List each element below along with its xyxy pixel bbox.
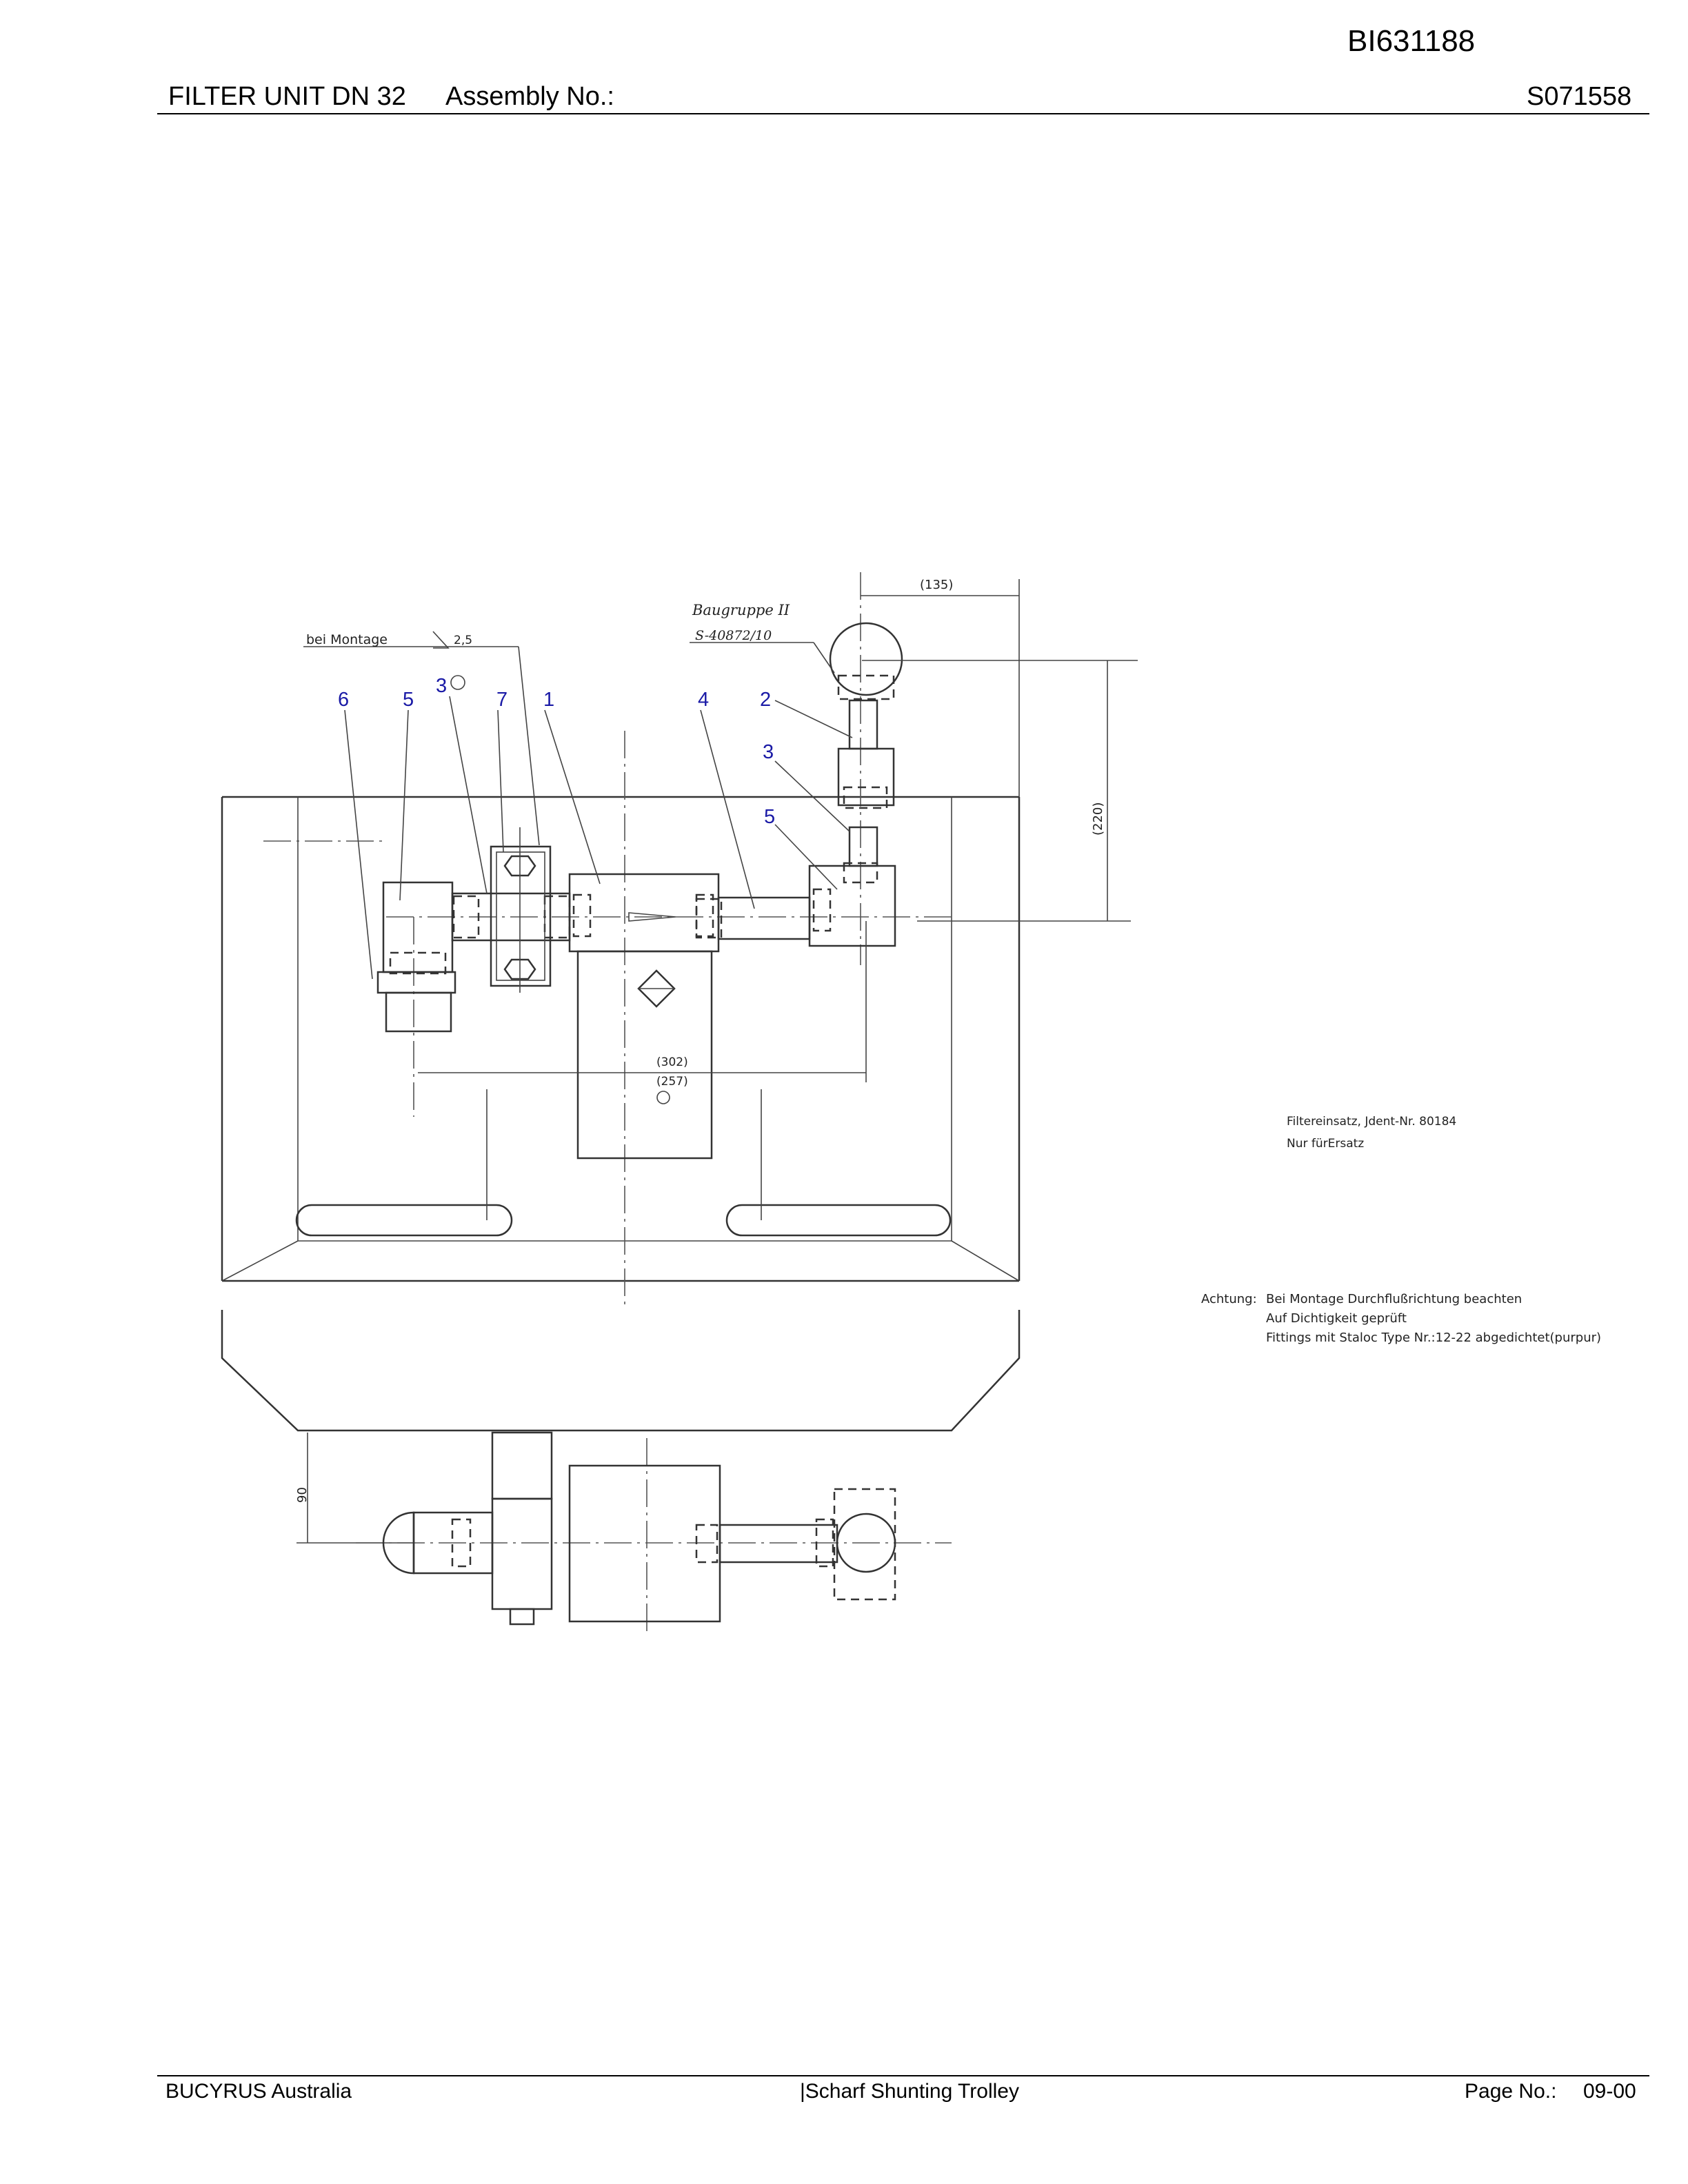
callout-5b: 5 — [764, 806, 775, 828]
footer-rule — [157, 2075, 1649, 2076]
footer-page-label: Page No.: — [1465, 2080, 1557, 2103]
note-baugruppe: Baugruppe II — [692, 602, 790, 618]
dim-220: (220) — [1091, 802, 1105, 836]
plan-view — [356, 1431, 952, 1634]
note-achtung-label: Achtung: — [1201, 1292, 1257, 1306]
callout-6: 6 — [338, 689, 349, 711]
note-achtung-2: Auf Dichtigkeit geprüft — [1266, 1311, 1407, 1326]
callout-1: 1 — [543, 689, 554, 711]
note-achtung-1: Bei Montage Durchflußrichtung beachten — [1266, 1292, 1522, 1306]
callout-3b: 3 — [763, 741, 774, 763]
dim-135: (135) — [920, 578, 953, 592]
weld-symbol-icon-2 — [656, 1091, 670, 1104]
note-spare-only: Nur fürErsatz — [1287, 1137, 1364, 1151]
footer-product: |Scharf Shunting Trolley — [800, 2080, 1019, 2103]
callout-2: 2 — [760, 689, 771, 711]
document-id: BI631188 — [1347, 24, 1476, 58]
dim-302: (302) — [656, 1055, 688, 1069]
assembly-number: S071558 — [1527, 82, 1632, 111]
dim-257: (257) — [656, 1075, 688, 1089]
leader-lines — [303, 631, 853, 980]
dimension-lines — [297, 579, 1138, 1544]
callout-4: 4 — [698, 689, 709, 711]
note-baugruppe-no: S-40872/10 — [695, 628, 772, 643]
weld-symbol-icon — [450, 675, 465, 690]
header-rule — [157, 113, 1649, 114]
note-weld-size: 2,5 — [454, 634, 472, 647]
footer-company: BUCYRUS Australia — [165, 2080, 352, 2103]
callout-5: 5 — [403, 689, 414, 711]
footer-page-number: 09-00 — [1583, 2080, 1636, 2103]
assembly-label: Assembly No.: — [445, 82, 614, 111]
note-bei-montage: bei Montage — [306, 632, 388, 647]
left-fittings — [376, 827, 571, 1033]
trolley-frame — [221, 796, 1021, 1432]
note-filter-insert: Filtereinsatz, Jdent-Nr. 80184 — [1287, 1115, 1456, 1129]
callout-7: 7 — [496, 689, 508, 711]
document-title: FILTER UNIT DN 32 — [168, 82, 406, 111]
right-fittings — [695, 622, 903, 947]
note-achtung-3: Fittings mit Staloc Type Nr.:12-22 abged… — [1266, 1331, 1601, 1345]
dim-90: 90 — [295, 1487, 310, 1503]
callout-3: 3 — [436, 675, 447, 697]
